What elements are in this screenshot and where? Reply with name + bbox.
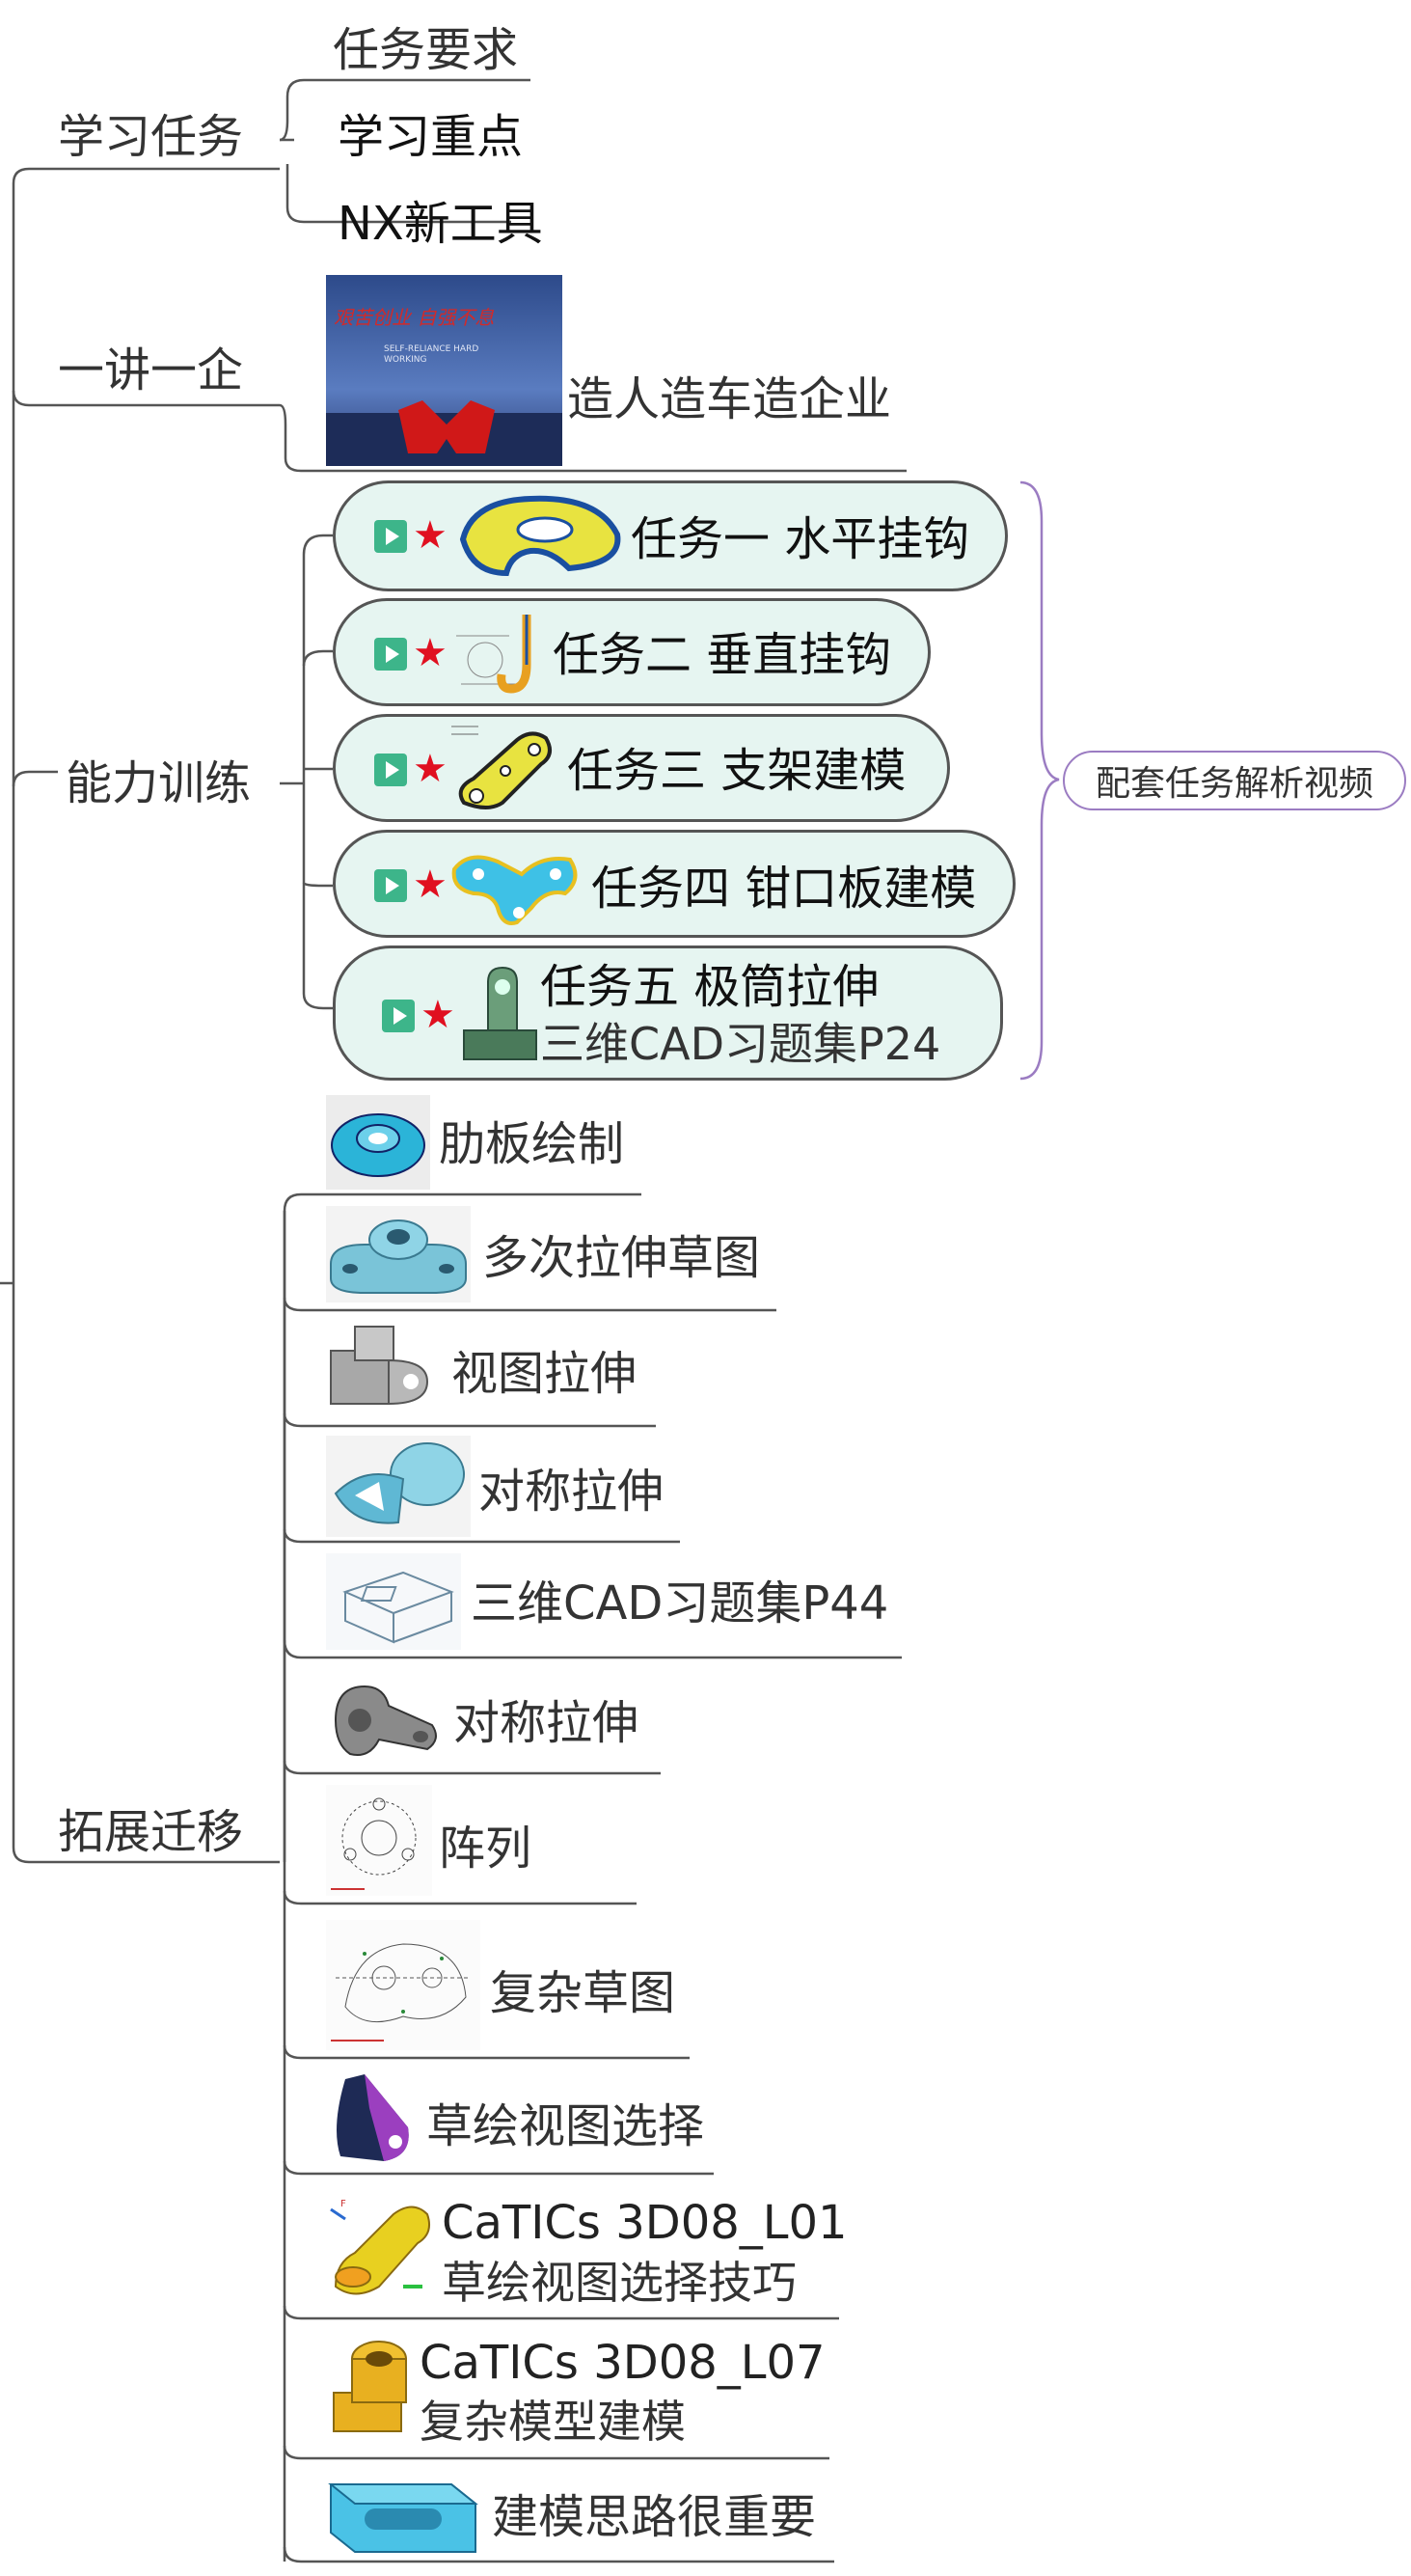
extend-item-9[interactable]: 草绘视图选择 (426, 2099, 705, 2153)
star-icon: ★ (413, 863, 448, 907)
jaw-plate-model-icon (451, 855, 578, 925)
extend-item-12[interactable]: 建模思路很重要 (492, 2490, 817, 2544)
task-1-label: 任务一 水平挂钩 (631, 512, 970, 566)
task-1[interactable]: ★ 任务一 水平挂钩 (333, 480, 1008, 591)
symmetric-extrude-2-model-icon (334, 1685, 437, 1756)
extend-item-7[interactable]: 阵列 (439, 1822, 532, 1876)
study-item-requirements[interactable]: 任务要求 (333, 23, 519, 77)
play-video-icon[interactable] (374, 869, 407, 902)
play-video-icon[interactable] (374, 754, 407, 786)
svg-text:F: F (340, 2199, 346, 2209)
cylinder-bracket-model-icon (463, 966, 537, 1060)
complex-sketch-drawing-icon (326, 1920, 480, 2050)
study-item-nx-tools[interactable]: NX新工具 (338, 197, 543, 251)
play-video-icon[interactable] (374, 638, 407, 671)
extend-item-11[interactable]: CaTICs 3D08_L07 (420, 2336, 826, 2390)
extend-item-5[interactable]: 三维CAD习题集P44 (471, 1576, 889, 1631)
extend-item-10[interactable]: CaTICs 3D08_L01 (442, 2196, 848, 2250)
logo-icon (398, 400, 495, 453)
branch-lecture[interactable]: 一讲一企 (58, 343, 244, 397)
star-icon: ★ (413, 747, 448, 791)
view-extrude-model-icon (330, 1326, 429, 1406)
star-icon: ★ (413, 631, 448, 675)
task-5[interactable]: ★ 任务五 极筒拉伸 三维CAD习题集P24 (333, 945, 1003, 1081)
photo-subtitle: SELF-RELIANCE HARD WORKING (384, 344, 479, 365)
extend-item-8[interactable]: 复杂草图 (490, 1966, 676, 2020)
task-5-sub: 三维CAD习题集P24 (540, 1018, 941, 1070)
task-4[interactable]: ★ 任务四 钳口板建模 (333, 830, 1016, 938)
catics-l07-model-icon (333, 2341, 407, 2432)
play-video-icon[interactable] (382, 1000, 415, 1032)
task-5-label: 任务五 极筒拉伸 (540, 960, 880, 1014)
lecture-photo: 艰苦创业 自强不息 SELF-RELIANCE HARD WORKING (326, 275, 562, 466)
sketch-view-model-icon (337, 2074, 409, 2161)
modeling-idea-model-icon (328, 2483, 478, 2553)
multi-extrude-model-icon (326, 1206, 471, 1302)
video-callout[interactable]: 配套任务解析视频 (1063, 751, 1406, 810)
extend-item-11-sub: 复杂模型建模 (420, 2396, 686, 2448)
extend-item-1[interactable]: 肋板绘制 (439, 1117, 625, 1171)
pattern-drawing-icon (326, 1785, 432, 1896)
horizontal-hook-model-icon (459, 495, 621, 577)
extend-item-2[interactable]: 多次拉伸草图 (482, 1231, 761, 1285)
exercise-drawing-icon (326, 1553, 461, 1650)
callout-brace (1019, 480, 1060, 1081)
task-3[interactable]: ★ 任务三 支架建模 (333, 714, 950, 822)
branch-extend[interactable]: 拓展迁移 (58, 1805, 244, 1859)
lecture-item[interactable]: 造人造车造企业 (567, 372, 892, 426)
catics-l01-model-icon: F (330, 2199, 430, 2295)
branch-ability[interactable]: 能力训练 (66, 756, 252, 810)
branch-study-task[interactable]: 学习任务 (58, 110, 244, 164)
photo-slogan: 艰苦创业 自强不息 (334, 306, 495, 329)
extend-item-10-sub: 草绘视图选择技巧 (442, 2257, 797, 2309)
extend-item-6[interactable]: 对称拉伸 (453, 1696, 639, 1750)
symmetric-extrude-model-icon (326, 1436, 471, 1537)
study-item-key-points[interactable]: 学习重点 (338, 110, 524, 164)
star-icon: ★ (421, 993, 455, 1037)
extend-item-3[interactable]: 视图拉伸 (451, 1347, 638, 1401)
extend-item-4[interactable]: 对称拉伸 (478, 1465, 665, 1519)
bracket-model-icon (451, 726, 552, 809)
rib-plate-model-icon (326, 1095, 430, 1190)
task-2[interactable]: ★ 任务二 垂直挂钩 (333, 598, 931, 706)
task-4-label: 任务四 钳口板建模 (591, 862, 977, 916)
star-icon: ★ (413, 513, 448, 558)
task-3-label: 任务三 支架建模 (567, 744, 907, 798)
play-video-icon[interactable] (374, 520, 407, 553)
task-2-label: 任务二 垂直挂钩 (553, 628, 892, 682)
vertical-hook-model-icon (456, 615, 531, 694)
